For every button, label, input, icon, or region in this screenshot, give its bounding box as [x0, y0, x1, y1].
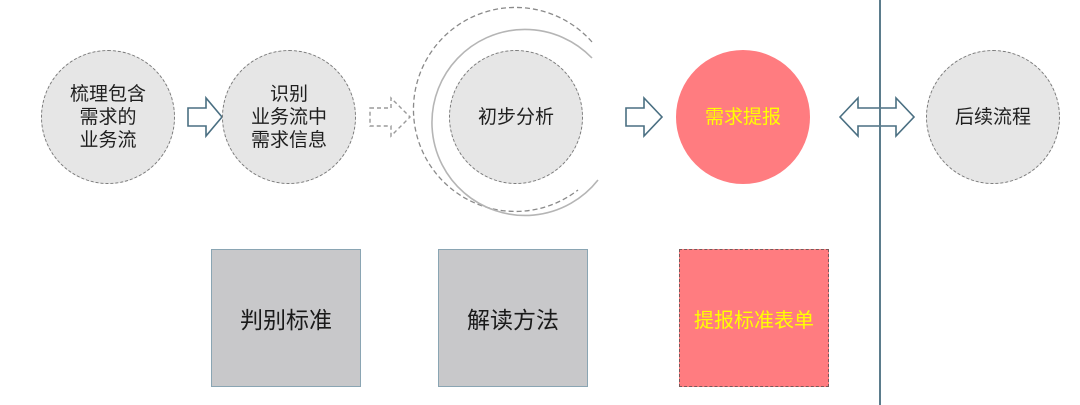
form-box: 提报标准表单	[679, 249, 829, 387]
arrow-1	[187, 95, 224, 139]
criteria-label: 判别标准	[240, 308, 332, 334]
arrow-2	[369, 96, 411, 138]
criteria-box: 判别标准	[211, 249, 361, 387]
step-5-circle: 后续流程	[926, 50, 1060, 184]
divider-line	[879, 0, 881, 405]
step-3-label: 初步分析	[477, 105, 554, 128]
inner-solid-arc	[431, 28, 599, 217]
step-2-label: 识别 业务流中 需求信息	[250, 82, 327, 151]
method-label: 解读方法	[467, 308, 559, 334]
form-label: 提报标准表单	[694, 307, 814, 332]
step-4-label: 需求提报	[704, 105, 781, 128]
step-1-label: 梳理包含 需求的 业务流	[69, 82, 146, 151]
arrow-3	[625, 95, 664, 139]
outer-dashed-arc	[412, 6, 593, 213]
step-4-circle: 需求提报	[676, 50, 810, 184]
step-3-circle: 初步分析	[449, 50, 583, 184]
method-box: 解读方法	[438, 249, 588, 387]
arrow-4-bidirectional	[838, 95, 916, 139]
step-5-label: 后续流程	[954, 105, 1031, 128]
step-2-circle: 识别 业务流中 需求信息	[222, 50, 356, 184]
step-1-circle: 梳理包含 需求的 业务流	[41, 50, 175, 184]
